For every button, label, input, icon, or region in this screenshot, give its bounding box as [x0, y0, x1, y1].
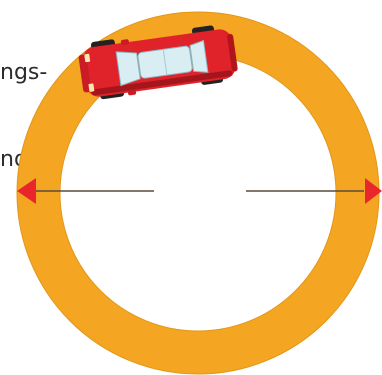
left-arrow-head — [17, 178, 36, 204]
car-roof-line — [162, 50, 168, 75]
car-body-shadow — [91, 70, 233, 96]
car-rear-bumper — [227, 33, 238, 72]
right-arrow — [246, 178, 382, 204]
car-windshield — [115, 51, 141, 87]
car-headlight-top — [84, 53, 91, 63]
car-mirror-right — [127, 89, 137, 96]
car-front-bumper — [78, 54, 92, 93]
left-arrow — [17, 178, 154, 204]
right-arrow-head — [365, 178, 382, 204]
red-car-icon — [78, 25, 238, 100]
car-mirror-left — [120, 39, 129, 45]
caption-line-1: ngs- — [0, 60, 48, 85]
car-rear-window — [189, 39, 209, 73]
car-headlight-bottom — [88, 83, 95, 92]
